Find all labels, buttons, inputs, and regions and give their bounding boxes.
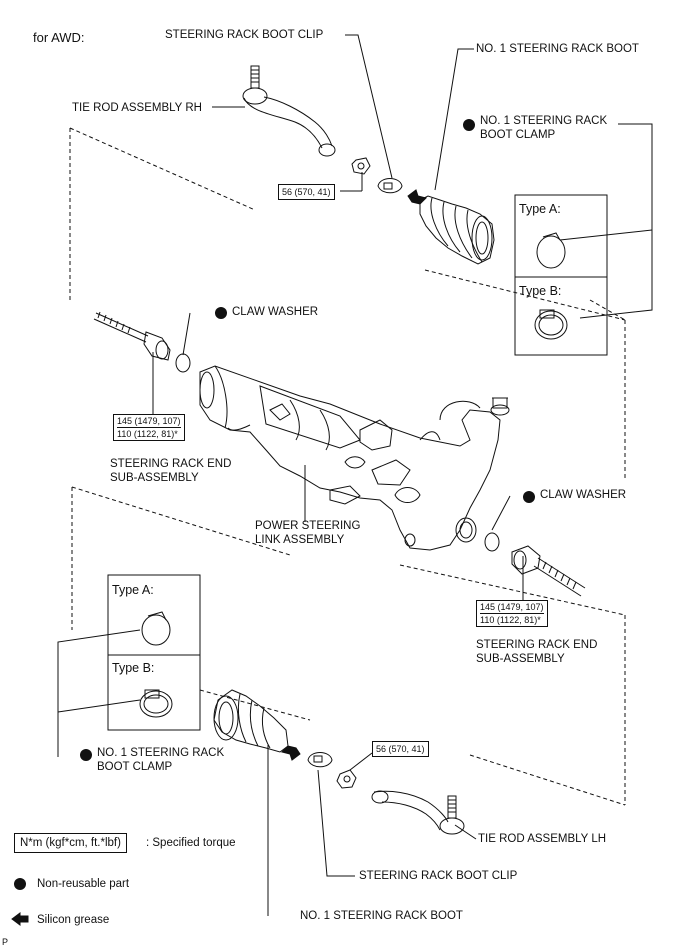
torque-rack-left-1: 145 (1479, 107) — [117, 416, 181, 428]
claw-washer-right-drawing — [484, 532, 500, 552]
type-a-bottom: Type A: — [112, 583, 154, 597]
nonreusable-icon — [463, 119, 475, 131]
label-pslink-2: LINK ASSEMBLY — [255, 534, 345, 546]
label-rack-end-left-2: SUB-ASSEMBLY — [110, 472, 199, 484]
boot-top-drawing — [419, 195, 495, 265]
torque-rack-right: 145 (1479, 107) 110 (1122, 81)* — [476, 600, 548, 627]
torque-rack-right-2: 110 (1122, 81)* — [480, 615, 541, 625]
legend-torque-box: N*m (kgf*cm, ft.*lbf) — [14, 833, 127, 853]
label-clamp-top-1: NO. 1 STEERING RACK — [480, 115, 608, 127]
nonreusable-legend-icon — [14, 878, 26, 890]
silicon-grease-arrow-icon — [11, 912, 29, 926]
label-claw-washer-left: CLAW WASHER — [232, 306, 319, 318]
label-tie-rod-lh: TIE ROD ASSEMBLY LH — [478, 833, 607, 845]
claw-washer-left-drawing — [175, 353, 191, 373]
rack-end-left-drawing — [93, 311, 171, 361]
rack-end-right-drawing — [511, 545, 586, 597]
label-claw-washer-right: CLAW WASHER — [540, 489, 627, 501]
type-b-bottom: Type B: — [112, 661, 155, 675]
torque-rack-right-1: 145 (1479, 107) — [480, 602, 544, 614]
variant-title: for AWD: — [33, 30, 85, 45]
label-tie-rod-rh: TIE ROD ASSEMBLY RH — [72, 102, 202, 114]
guide-lines-upper — [69, 127, 626, 480]
nonreusable-icon — [215, 307, 227, 319]
grease-arrow-bottom — [281, 745, 301, 761]
label-rack-end-left-1: STEERING RACK END — [110, 458, 232, 470]
tie-rod-rh-drawing — [242, 65, 336, 157]
power-steering-link-drawing — [199, 365, 510, 551]
label-clamp-bottom-1: NO. 1 STEERING RACK — [97, 747, 225, 759]
guide-lines-lower — [71, 486, 626, 806]
legend-torque-desc: : Specified torque — [146, 837, 236, 849]
grease-arrow-top — [407, 189, 427, 205]
nonreusable-icon — [80, 749, 92, 761]
type-b-top: Type B: — [519, 284, 562, 298]
label-pslink-1: POWER STEERING — [255, 520, 361, 532]
torque-rack-left: 145 (1479, 107) 110 (1122, 81)* — [113, 414, 185, 441]
legend-nonreusable: Non-reusable part — [37, 878, 130, 890]
boot-clip-bottom-drawing — [307, 752, 333, 768]
leader-lines — [57, 34, 653, 916]
nonreusable-icon — [523, 491, 535, 503]
boot-bottom-drawing — [213, 689, 289, 753]
label-boot-top: NO. 1 STEERING RACK BOOT — [476, 43, 639, 55]
torque-nut-bottom: 56 (570, 41) — [372, 741, 429, 757]
label-boot-bottom: NO. 1 STEERING RACK BOOT — [300, 910, 463, 922]
figure-code: P — [2, 937, 9, 947]
label-rack-end-right-1: STEERING RACK END — [476, 639, 598, 651]
type-a-top: Type A: — [519, 202, 561, 216]
boot-clip-top-drawing — [377, 178, 403, 194]
type-box-bottom — [107, 574, 201, 731]
label-rack-end-right-2: SUB-ASSEMBLY — [476, 653, 565, 665]
legend-silicon: Silicon grease — [37, 914, 110, 926]
label-boot-clip-bottom: STEERING RACK BOOT CLIP — [359, 870, 518, 882]
label-clamp-top-2: BOOT CLAMP — [480, 129, 556, 141]
torque-rack-left-2: 110 (1122, 81)* — [117, 429, 178, 439]
torque-nut-top: 56 (570, 41) — [278, 184, 335, 200]
label-clamp-bottom-2: BOOT CLAMP — [97, 761, 173, 773]
nut-bottom-drawing — [336, 769, 357, 789]
nut-top-drawing — [351, 157, 371, 175]
type-box-top — [514, 194, 608, 356]
label-boot-clip-top: STEERING RACK BOOT CLIP — [165, 29, 324, 41]
tie-rod-lh-drawing — [371, 790, 465, 835]
